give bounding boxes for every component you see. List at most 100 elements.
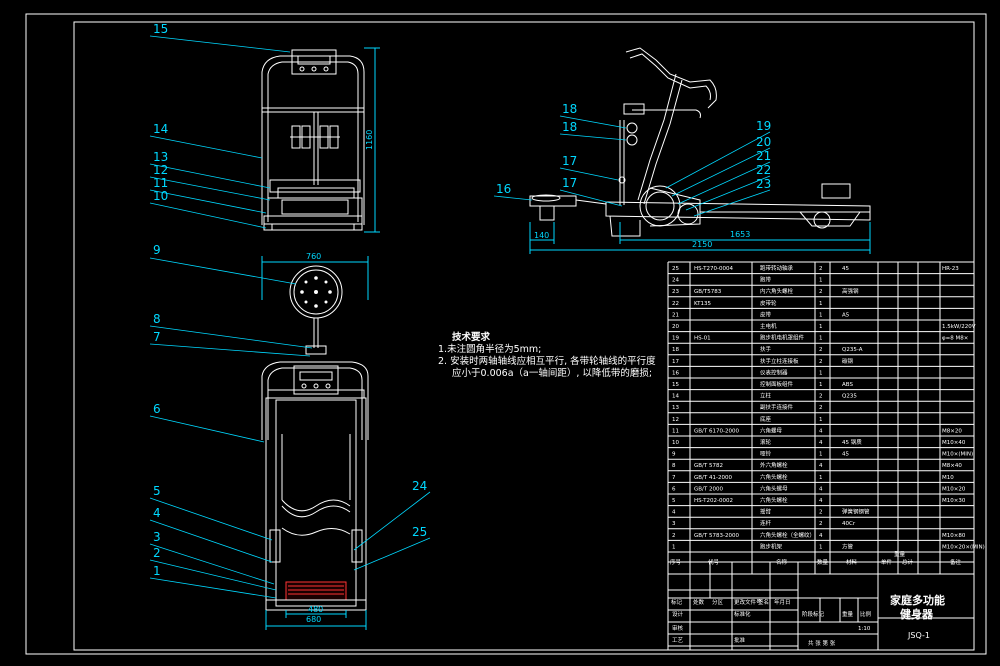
bom-cell-qty: 2 bbox=[819, 347, 823, 353]
bom-cell-no: 2 bbox=[672, 533, 676, 539]
callout-18b: 18 bbox=[562, 120, 577, 134]
bom-cell-qty: 1 bbox=[819, 417, 823, 423]
callout-8: 8 bbox=[153, 312, 161, 326]
bom-cell-code: GB/T 2000 bbox=[694, 486, 723, 492]
callout-20: 20 bbox=[756, 135, 771, 149]
callout-23: 23 bbox=[756, 177, 771, 191]
callout-19: 19 bbox=[756, 119, 771, 133]
tb-craft: 工艺 bbox=[672, 637, 684, 644]
bom-cell-no: 7 bbox=[672, 475, 676, 481]
dim-side-mid: 1653 bbox=[730, 230, 750, 239]
tb-approve: 批准 bbox=[734, 636, 746, 644]
front-callouts: 15 14 13 12 11 10 bbox=[149, 22, 291, 229]
bom-cell-no: 6 bbox=[672, 486, 676, 492]
bom-cell-name: 外六角螺栓 bbox=[760, 461, 788, 469]
bom-cell-qty: 2 bbox=[819, 521, 823, 527]
bom-cell-no: 10 bbox=[672, 440, 679, 446]
bom-cell-note: M10×80 bbox=[942, 533, 966, 539]
callout-15: 15 bbox=[153, 22, 168, 36]
tb-sheets: 共 张 第 张 bbox=[808, 639, 836, 647]
bom-header-weight: 重量 bbox=[894, 550, 906, 558]
bom-cell-name: 连杆 bbox=[760, 519, 772, 527]
callout-21: 21 bbox=[756, 149, 771, 163]
bom-cell-no: 1 bbox=[672, 544, 676, 550]
bom-cell-name: 副扶手连接件 bbox=[760, 403, 794, 411]
tb-count: 处数 bbox=[693, 598, 705, 606]
bom-cell-note: M10×40 bbox=[942, 440, 966, 446]
tb-scale-value: 1:10 bbox=[858, 626, 871, 632]
callout-22: 22 bbox=[756, 163, 771, 177]
bom-cell-note: M10×30 bbox=[942, 498, 966, 504]
tech-line-1: 1.未注圆角半径为5mm; bbox=[438, 343, 541, 355]
dim-front-height: 1160 bbox=[365, 130, 374, 150]
bom-cell-code: GB/T5783 bbox=[694, 289, 722, 295]
bom-cell-name: 六角螺母 bbox=[760, 426, 783, 434]
bom-cell-name: 跑步机架 bbox=[760, 542, 783, 550]
callout-14: 14 bbox=[153, 122, 168, 136]
bom-cell-material: 45 bbox=[842, 452, 849, 458]
bom-cell-qty: 1 bbox=[819, 312, 823, 318]
callout-6: 6 bbox=[153, 402, 161, 416]
callout-3: 3 bbox=[153, 530, 161, 544]
bom-cell-no: 21 bbox=[672, 312, 679, 318]
bom-cell-name: 主电机 bbox=[760, 322, 777, 330]
bom-cell-name: 六角头螺栓（全螺纹） bbox=[760, 531, 815, 539]
bom-cell-no: 15 bbox=[672, 382, 679, 388]
callout-13: 13 bbox=[153, 150, 168, 164]
tb-sign: 签名 bbox=[758, 598, 769, 606]
bom-cell-no: 5 bbox=[672, 498, 676, 504]
dim-side-total: 2150 bbox=[692, 240, 712, 249]
outer-frame bbox=[25, 13, 987, 655]
callout-7: 7 bbox=[153, 330, 161, 344]
technical-requirements: 技术要求 1.未注圆角半径为5mm; 2. 安装时两轴轴线应相互平行, 各带轮轴… bbox=[438, 331, 656, 379]
tb-standard: 标准化 bbox=[734, 610, 751, 618]
bom-cell-no: 16 bbox=[672, 370, 679, 376]
bom-cell-name: 仪表控制器 bbox=[760, 368, 788, 376]
dim-top-inner: 480 bbox=[308, 605, 323, 614]
bom-cell-qty: 4 bbox=[819, 533, 823, 539]
bom-cell-no: 17 bbox=[672, 359, 679, 365]
bom-cell-qty: 2 bbox=[819, 510, 823, 516]
bom-cell-qty: 1 bbox=[819, 336, 823, 342]
bom-cell-material: 45 钢质 bbox=[842, 438, 862, 446]
bom-cell-no: 23 bbox=[672, 289, 679, 295]
callout-24: 24 bbox=[412, 479, 427, 493]
callout-17a: 17 bbox=[562, 154, 577, 168]
bom-cell-no: 12 bbox=[672, 417, 679, 423]
bom-cell-no: 25 bbox=[672, 266, 679, 272]
bom-cell-material: 45 bbox=[842, 266, 849, 272]
bom-cell-qty: 1 bbox=[819, 301, 823, 307]
bom-cell-name: 跑步机电机罩组件 bbox=[760, 334, 805, 342]
tech-title: 技术要求 bbox=[452, 331, 491, 343]
bom-cell-no: 13 bbox=[672, 405, 679, 411]
bom-cell-code: HS-T270-0004 bbox=[694, 266, 733, 272]
bom-cell-note: M8×40 bbox=[942, 463, 962, 469]
tb-drawing-number: JSQ-1 bbox=[907, 631, 930, 640]
tb-product-name-2: 健身器 bbox=[900, 607, 934, 621]
tb-check: 审核 bbox=[672, 624, 684, 632]
bom-cell-name: 立柱 bbox=[760, 392, 772, 400]
bom-cell-code: GB/T 41-2000 bbox=[694, 475, 732, 481]
callout-16: 16 bbox=[496, 182, 511, 196]
tb-product-name: 家庭多功能 bbox=[890, 593, 945, 607]
bom-cell-material: Q235 bbox=[842, 394, 857, 400]
bom-cell-qty: 1 bbox=[819, 370, 823, 376]
bom-cell-no: 3 bbox=[672, 521, 676, 527]
bom-cell-name: 控制面板组件 bbox=[760, 380, 794, 388]
bom-cell-qty: 2 bbox=[819, 289, 823, 295]
bom-cell-note: M10×(MIN) bbox=[942, 452, 973, 458]
tb-scale: 比例 bbox=[860, 610, 872, 618]
bom-cell-note: 1.5kW/220V bbox=[942, 324, 976, 330]
bom-cell-note: HR-23 bbox=[942, 266, 959, 272]
title-block: 标记 处数 分区 更改文件号 签名 年月日 设计 标准化 审核 工艺 批准 阶段… bbox=[667, 561, 975, 651]
bom-cell-code: KT135 bbox=[694, 301, 712, 307]
bom-cell-name: 哑铃 bbox=[760, 450, 772, 458]
bom-cell-material: 方管 bbox=[842, 542, 854, 550]
tb-change-doc: 更改文件号 bbox=[734, 598, 762, 606]
tb-design: 设计 bbox=[672, 610, 684, 618]
bom-cell-name: 皮带轮 bbox=[760, 299, 777, 307]
bom-cell-qty: 4 bbox=[819, 463, 823, 469]
bom-cell-note: M8×20 bbox=[942, 428, 962, 434]
callout-12: 12 bbox=[153, 163, 168, 177]
